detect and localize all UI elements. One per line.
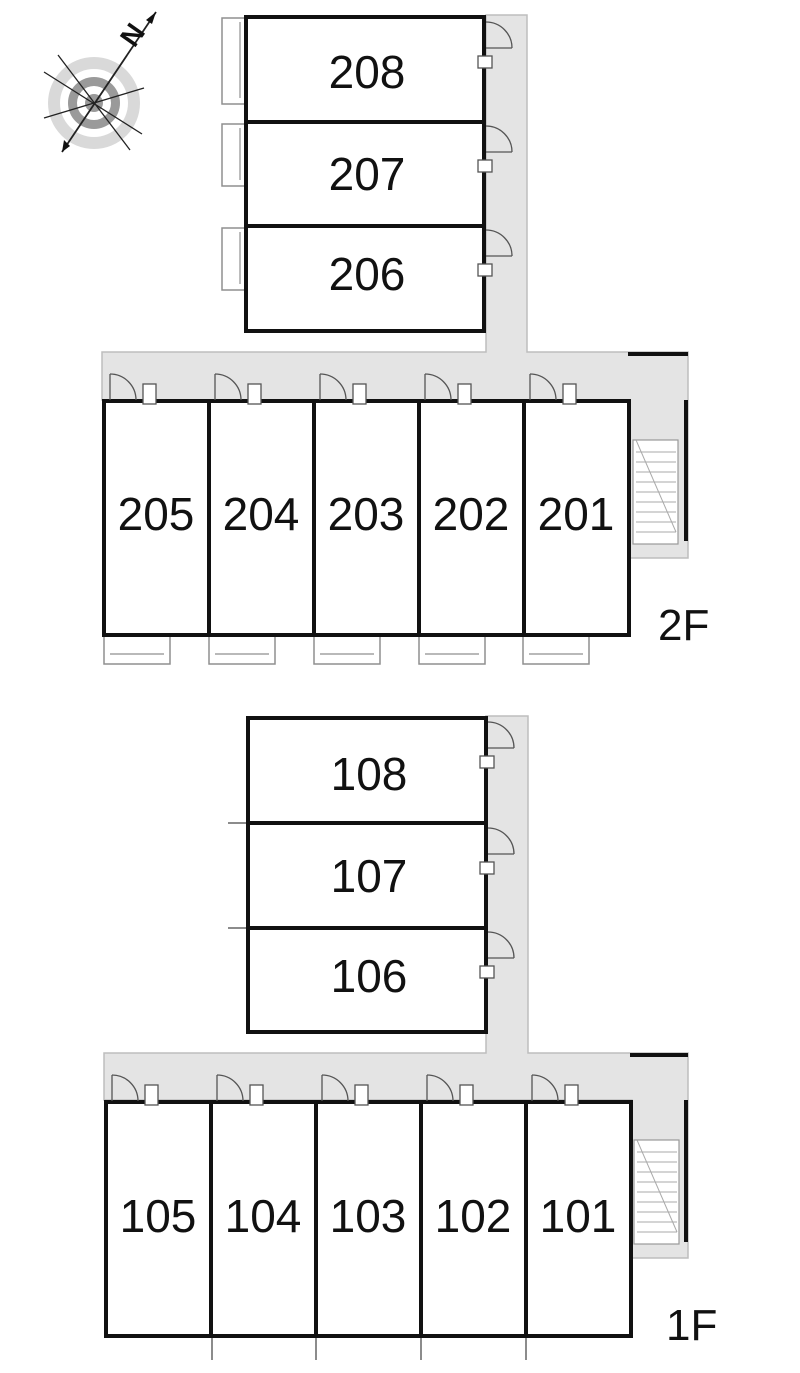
room-208[interactable]: 208 (244, 15, 486, 124)
room-103[interactable]: 103 (314, 1100, 423, 1338)
room-202[interactable]: 202 (417, 399, 526, 637)
doors-1f-upper (479, 721, 515, 979)
room-106[interactable]: 106 (246, 926, 488, 1034)
balconies-2f-lower (103, 635, 590, 665)
wall-ticks-1f (211, 822, 527, 1360)
room-203[interactable]: 203 (312, 399, 421, 637)
room-201[interactable]: 201 (522, 399, 631, 637)
room-number: 107 (331, 850, 408, 902)
room-number: 102 (435, 1190, 512, 1242)
room-107[interactable]: 107 (246, 821, 488, 930)
room-104[interactable]: 104 (209, 1100, 318, 1338)
floor-label-2f: 2F (658, 601, 709, 650)
room-205[interactable]: 205 (102, 399, 211, 637)
room-101[interactable]: 101 (524, 1100, 633, 1338)
room-number: 101 (540, 1190, 617, 1242)
floor-label-1f: 1F (666, 1301, 717, 1350)
floor-1f: 108 107 106 105 104 103 (103, 715, 717, 1360)
room-number: 208 (329, 46, 406, 98)
compass-icon: N (43, 11, 157, 153)
room-number: 103 (330, 1190, 407, 1242)
room-number: 104 (225, 1190, 302, 1242)
doors-2f-lower (109, 373, 577, 405)
floor-2f: 208 207 206 205 204 203 (101, 14, 709, 665)
room-number: 201 (538, 488, 615, 540)
room-number: 108 (331, 748, 408, 800)
room-number: 105 (120, 1190, 197, 1242)
room-number: 205 (118, 488, 195, 540)
room-207[interactable]: 207 (244, 120, 486, 228)
room-number: 207 (329, 148, 406, 200)
stair-steps-1f (636, 1139, 678, 1233)
doors-1f-lower (111, 1074, 579, 1106)
room-206[interactable]: 206 (244, 224, 486, 333)
stair-steps-2f (635, 439, 677, 533)
room-108[interactable]: 108 (246, 716, 488, 825)
room-number: 203 (328, 488, 405, 540)
room-number: 204 (223, 488, 300, 540)
room-204[interactable]: 204 (207, 399, 316, 637)
room-102[interactable]: 102 (419, 1100, 528, 1338)
room-number: 202 (433, 488, 510, 540)
room-105[interactable]: 105 (104, 1100, 213, 1338)
room-number: 206 (329, 248, 406, 300)
doors-2f-upper (477, 21, 513, 277)
balconies-2f-upper (221, 17, 247, 291)
room-number: 106 (331, 950, 408, 1002)
compass-north-label: N (114, 18, 151, 52)
